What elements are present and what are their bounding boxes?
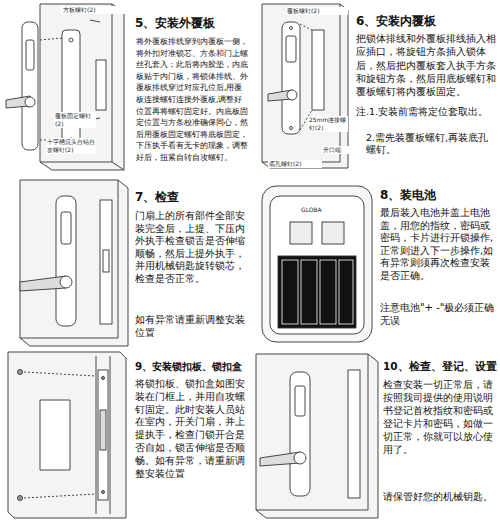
callout-label: 覆板固定螺钉(2) (54, 112, 96, 128)
panel10-illustration (256, 354, 378, 518)
panel8-illustration (262, 186, 372, 342)
step-heading: 6、安装内覆板 (356, 14, 494, 28)
step-heading: 8、装电池 (380, 188, 495, 202)
callout-label: 十字槽沉头自钻自攻螺钉(2) (46, 138, 96, 154)
step-note: 注.1.安装前需将定位套取出。 (356, 106, 496, 118)
panel5-illustration (6, 4, 124, 170)
step-note: 如有异常请重新调整安装位置 (135, 314, 247, 339)
callout-label: 底孔螺钉(2) (268, 160, 322, 168)
step-note: 请保管好您的机械钥匙。 (383, 490, 495, 503)
step-heading: 10、检查、登记、设置 (383, 360, 497, 373)
step-body: 门扇上的所有部件全部安装完全后，上提、下压内外执手检查锁舌是否伸缩顺畅，然后上提… (135, 210, 247, 285)
callout-label: 25mm连接螺钉(2) (308, 116, 348, 132)
step-body: 最后装入电池并盖上电池盖，用您的指纹，密码或密码，卡片进行开锁操作,正常则进入下… (380, 207, 495, 282)
step-note: 注意电池"+ -"极必须正确无误 (380, 302, 495, 327)
step-body: 检查安装一切正常后，请按照我司提供的使用说明书登记首枚指纹和密码或登记卡片和密码… (383, 378, 495, 456)
step-note: 2.需先装覆板螺钉,再装底孔螺钉。 (366, 132, 496, 156)
step-body: 把锁体排线和外覆板排线插入相应插口，将旋钮方条插入锁体后，然后把内覆板套入执手方… (356, 32, 496, 98)
panel7-illustration (20, 180, 128, 346)
callout-label: 方板螺钉(2) (62, 6, 126, 14)
panel6-illustration (262, 4, 348, 168)
step-body: 将外覆板排线穿到内覆板一侧，将外扣对准锁芯、方条和门上螺丝孔套入；此后将内胶垫，… (136, 36, 248, 164)
step-body: 将锁扣板、锁扣盒如图安装在门框上，并用自攻螺钉固定。此时安装人员站在室内，开关门… (135, 378, 247, 480)
callout-label: 开口端 (322, 146, 350, 154)
step-heading: 5、安装外覆板 (135, 16, 247, 30)
step-heading: 7、检查 (135, 190, 247, 204)
callout-label: 覆板螺钉(2) (286, 7, 348, 15)
brand-logo: GLOBA (300, 206, 342, 214)
step-heading: 9、安装锁扣板、锁扣盒 (135, 360, 250, 373)
panel9-illustration (8, 352, 126, 518)
